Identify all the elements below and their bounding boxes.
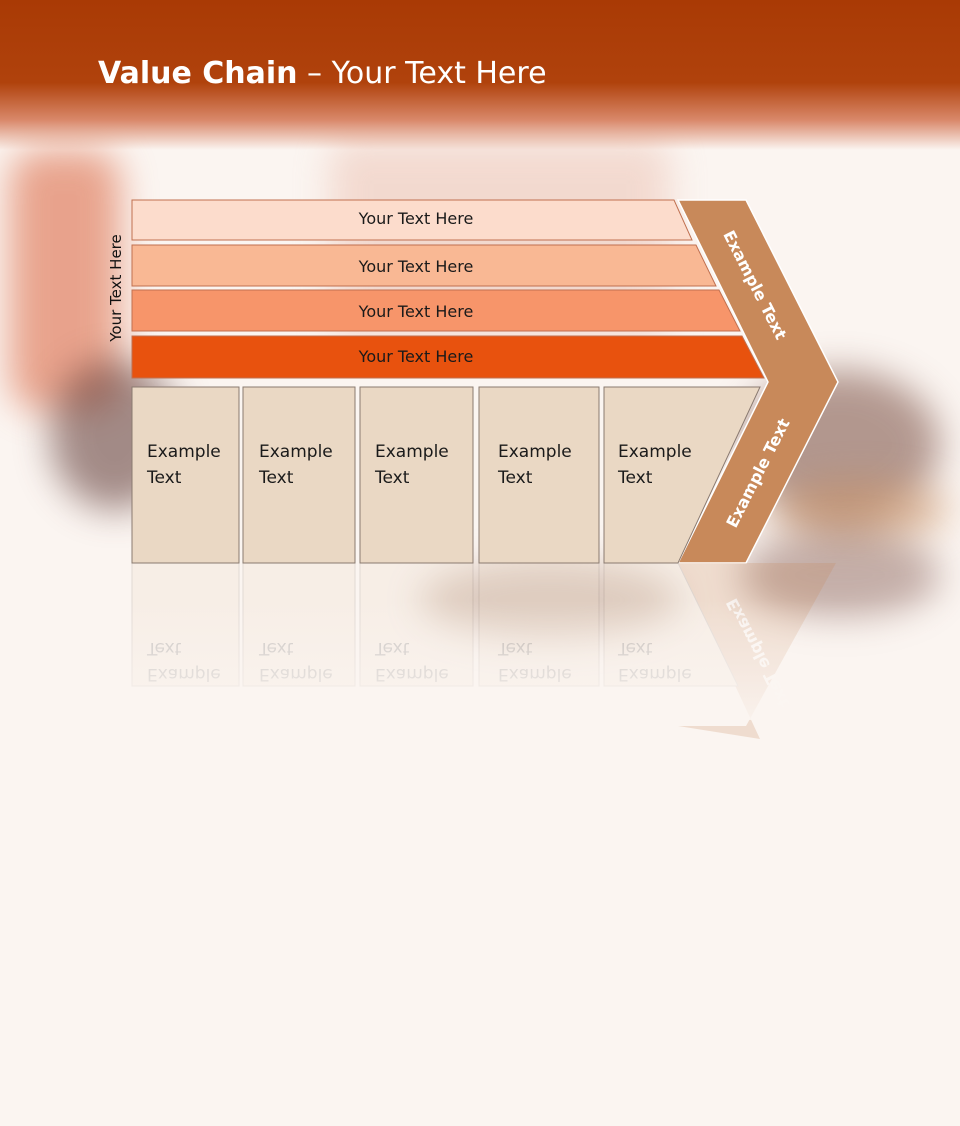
reflection-fade <box>0 600 960 720</box>
title-bold: Value Chain <box>98 56 298 91</box>
box-1 <box>131 386 240 564</box>
bar-4-label: Your Text Here <box>358 347 474 366</box>
box-3 <box>359 386 474 564</box>
box-3-line-1: Example <box>375 442 449 462</box>
bar-3-label: Your Text Here <box>358 302 474 321</box>
box-1-text: Example Text <box>147 439 221 491</box>
bar-1 <box>131 199 693 241</box>
box-5-line-1: Example <box>618 442 692 462</box>
bar-4 <box>131 335 765 379</box>
bar-3 <box>131 289 741 332</box>
box-1-line-2: Text <box>147 468 182 488</box>
box-2 <box>242 386 356 564</box>
bar-2 <box>131 244 717 287</box>
value-chain-shapes <box>131 199 839 564</box>
bar-1-label: Your Text Here <box>358 209 474 228</box>
box-5 <box>603 386 761 564</box>
box-2-line-2: Text <box>259 468 294 488</box>
box-4 <box>478 386 600 564</box>
box-4-text: Example Text <box>498 439 572 491</box>
box-2-text: Example Text <box>259 439 333 491</box>
chevron-arrow <box>676 199 839 564</box>
title-rest: – Your Text Here <box>297 56 547 91</box>
box-3-line-2: Text <box>375 468 410 488</box>
slide-title: Value Chain – Your Text Here <box>98 56 547 92</box>
header-band <box>0 0 960 150</box>
box-4-line-1: Example <box>498 442 572 462</box>
box-5-text: Example Text <box>618 439 692 491</box>
box-4-line-2: Text <box>498 468 533 488</box>
value-chain-diagram: Your Text Here Your Text Here Your Text … <box>131 199 839 564</box>
box-3-text: Example Text <box>375 439 449 491</box>
box-5-line-2: Text <box>618 468 653 488</box>
box-1-line-1: Example <box>147 442 221 462</box>
box-2-line-1: Example <box>259 442 333 462</box>
bar-2-label: Your Text Here <box>358 257 474 276</box>
